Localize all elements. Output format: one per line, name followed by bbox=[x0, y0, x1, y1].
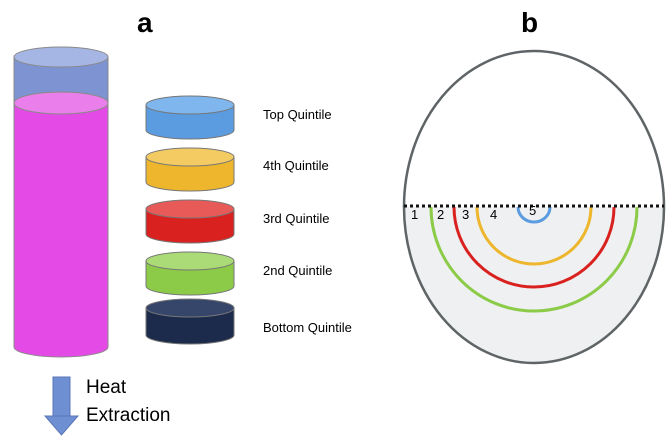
cross-section bbox=[402, 49, 666, 365]
heat-label-line1: Heat bbox=[86, 377, 127, 398]
ring-number-1: 1 bbox=[411, 207, 418, 222]
heat-extraction-arrow-icon bbox=[43, 376, 80, 436]
ring-number-2: 2 bbox=[437, 207, 444, 222]
ring-4th-quintile bbox=[475, 207, 593, 266]
cylinder-body-top bbox=[13, 91, 109, 115]
quintile-label-2nd: 2nd Quintile bbox=[263, 263, 332, 278]
quintile-disc-3rd bbox=[145, 199, 235, 244]
ring-top-quintile bbox=[516, 207, 552, 224]
ring-3rd-quintile bbox=[452, 207, 616, 289]
quintile-label-top: Top Quintile bbox=[263, 107, 332, 122]
panel-label-a: a bbox=[137, 7, 153, 38]
cylinder-body bbox=[13, 102, 109, 358]
cylinder-cap bbox=[13, 46, 109, 68]
quintile-label-bottom: Bottom Quintile bbox=[263, 320, 352, 335]
cross-section-fill bbox=[404, 207, 664, 363]
cylinder bbox=[13, 46, 109, 358]
panel-label-b: b bbox=[521, 7, 538, 38]
heat-label-line2: Extraction bbox=[86, 405, 170, 426]
quintile-label-4th: 4th Quintile bbox=[263, 158, 329, 173]
quintile-label-3rd: 3rd Quintile bbox=[263, 211, 329, 226]
ring-number-4: 4 bbox=[490, 207, 497, 222]
ring-2nd-quintile bbox=[429, 207, 639, 313]
quintile-disc-4th bbox=[145, 147, 235, 192]
quintile-disc-2nd bbox=[145, 251, 235, 296]
ring-number-3: 3 bbox=[462, 207, 469, 222]
quintile-disc-bottom bbox=[145, 298, 235, 345]
ring-number-5: 5 bbox=[529, 203, 536, 218]
quintile-disc-top bbox=[145, 95, 235, 140]
